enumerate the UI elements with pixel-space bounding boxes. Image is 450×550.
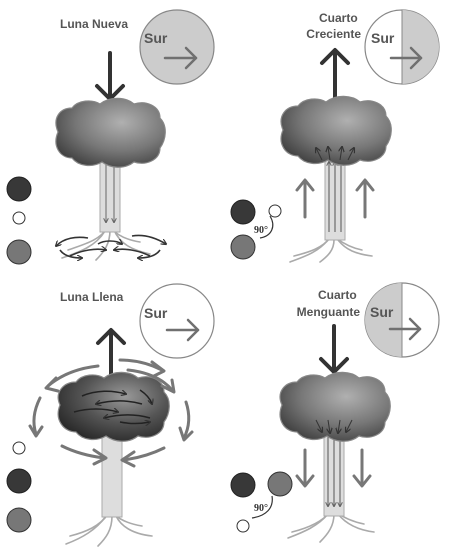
compass-label: Sur [144,305,168,321]
right-angle-arc-icon [251,495,273,519]
compass-arrow-right-icon [165,318,200,342]
phase-label: Luna Nueva [60,17,128,31]
moon-small-white [268,204,282,218]
phase-label: Cuarto Menguante [297,288,361,319]
moon-dark [230,472,256,498]
tree [55,97,166,261]
compass-arrow-right-icon [163,46,198,70]
moon-small-white [12,441,26,455]
celestial-bodies: 90° [230,471,293,533]
canopy-outflow-arrows-icon [315,419,353,433]
moon-dark [230,199,256,225]
side-up-arrow-icon [355,178,375,219]
side-down-arrow-icon [352,448,372,488]
compass-label: Sur [370,304,394,320]
tree-trunk [101,434,123,518]
panel-cuarto-creciente: Cuarto Creciente Sur [230,9,440,263]
angle-label: 90° [254,225,268,236]
south-compass: Sur [139,283,215,359]
root-circulation-arrows-icon [56,234,166,258]
canopy-circulation-arrows-icon [73,389,152,424]
tree [279,371,391,543]
canopy-inflow-arrows-icon [316,147,354,161]
tree [28,358,194,547]
panel-luna-nueva: Luna Nueva Sur [6,9,215,265]
phase-label-line: Creciente [306,27,361,41]
moon-small-white [12,211,26,225]
sap-flow-down-icon [106,162,114,222]
compass-circle [139,283,215,359]
compass-arrow-right-icon [388,317,422,341]
tree-canopy [57,371,170,442]
compass-arrow-right-icon [389,46,423,70]
sap-flow-down-icon [328,432,340,506]
moon-dark [6,176,32,202]
south-compass: Sur [364,9,440,85]
panel-luna-llena: Luna Llena Sur [6,283,215,547]
phase-label: Cuarto Creciente [306,11,361,41]
compass-label: Sur [144,30,168,46]
up-arrow-icon [320,48,350,99]
moon-small-white [236,519,250,533]
phase-label-line: Cuarto [319,11,358,25]
sap-flow-up-icon [329,162,341,232]
tree-roots [61,227,151,261]
south-compass: Sur [364,282,440,358]
moon-grey [6,239,32,265]
phase-label-line: Menguante [297,305,361,319]
outer-circulation-arrows-icon [28,358,194,468]
moon-grey [6,507,32,533]
celestial-bodies [6,441,32,533]
phase-label-line: Luna Llena [60,290,124,304]
moon-dark [6,468,32,494]
angle-label: 90° [254,503,268,514]
celestial-bodies: 90° [230,199,282,260]
moon-grey [267,471,293,497]
phase-label-line: Cuarto [318,288,357,302]
celestial-bodies [6,176,32,265]
tree [280,95,392,263]
panel-cuarto-menguante: Cuarto Menguante Sur [230,282,440,543]
phase-label-line: Luna Nueva [60,17,128,31]
tree-canopy [55,97,166,168]
moon-grey [230,234,256,260]
tree-roots [65,513,153,547]
compass-shaded-half [402,10,439,84]
down-arrow-icon [95,51,125,101]
tree-canopy [279,371,391,442]
compass-shaded-half [365,283,402,357]
tree-canopy [280,95,392,166]
compass-circle [139,9,215,85]
down-arrow-icon [319,324,349,374]
up-arrow-icon [96,328,126,377]
compass-label: Sur [371,30,395,46]
side-down-arrow-icon [295,448,315,488]
phase-label: Luna Llena [60,290,124,304]
side-up-arrow-icon [295,178,315,219]
tree-roots [289,237,373,263]
south-compass: Sur [139,9,215,85]
right-angle-arc-icon [259,215,274,239]
